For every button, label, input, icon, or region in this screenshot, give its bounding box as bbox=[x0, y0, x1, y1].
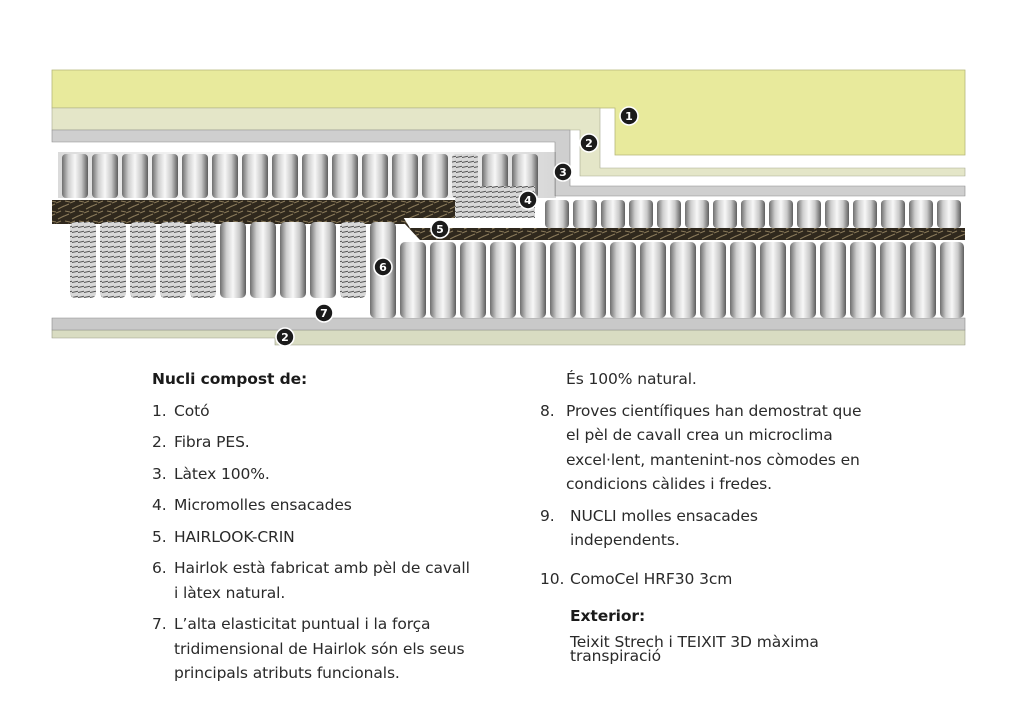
list-item: 10.ComoCel HRF30 3cm bbox=[540, 569, 733, 588]
core-composition-right-column: És 100% natural. 8.Proves científiques h… bbox=[540, 367, 880, 663]
svg-text:7: 7 bbox=[320, 307, 328, 320]
list-item: 9.NUCLI molles ensacades independents. bbox=[540, 506, 758, 550]
lower-pocket-springs bbox=[70, 222, 964, 318]
svg-text:4: 4 bbox=[524, 194, 532, 207]
continued-text: És 100% natural. bbox=[566, 370, 697, 388]
mattress-cross-section-illustration: 1 2 3 4 5 6 7 2 bbox=[51, 69, 966, 347]
marker-6: 6 bbox=[373, 257, 393, 277]
marker-1: 1 bbox=[619, 106, 639, 126]
marker-3: 3 bbox=[553, 162, 573, 182]
svg-text:2: 2 bbox=[585, 137, 593, 150]
upper-micro-springs bbox=[58, 152, 961, 228]
marker-2-bottom: 2 bbox=[275, 327, 295, 347]
svg-text:1: 1 bbox=[625, 110, 633, 123]
list-item: 6.Hairlok està fabricat amb pèl de caval… bbox=[152, 559, 470, 602]
svg-text:6: 6 bbox=[379, 261, 387, 274]
exterior-description: Teixit Strech i TEIXIT 3D màxima transpi… bbox=[570, 632, 819, 665]
svg-text:3: 3 bbox=[559, 166, 567, 179]
core-composition-left-column: Nucli compost de: 1.Cotó 2.Fibra PES. 3.… bbox=[152, 367, 492, 686]
marker-7: 7 bbox=[314, 303, 334, 323]
list-item: 7.L’alta elasticitat puntual i la força … bbox=[152, 615, 465, 682]
core-heading: Nucli compost de: bbox=[152, 370, 308, 388]
marker-2: 2 bbox=[579, 133, 599, 153]
list-item: 2.Fibra PES. bbox=[152, 433, 250, 451]
list-item: 5.HAIRLOOK-CRIN bbox=[152, 527, 295, 546]
marker-5: 5 bbox=[430, 219, 450, 239]
list-item: 8.Proves científiques han demostrat que … bbox=[540, 401, 862, 494]
list-item: 3.Làtex 100%. bbox=[152, 464, 270, 483]
hairlook-crin-layer bbox=[52, 200, 965, 240]
marker-4: 4 bbox=[518, 190, 538, 210]
svg-text:2: 2 bbox=[281, 331, 289, 344]
list-item: 4.Micromolles ensacades bbox=[152, 496, 352, 514]
exterior-heading: Exterior: bbox=[570, 607, 646, 625]
svg-text:5: 5 bbox=[436, 223, 444, 236]
list-item: 1.Cotó bbox=[152, 401, 210, 420]
